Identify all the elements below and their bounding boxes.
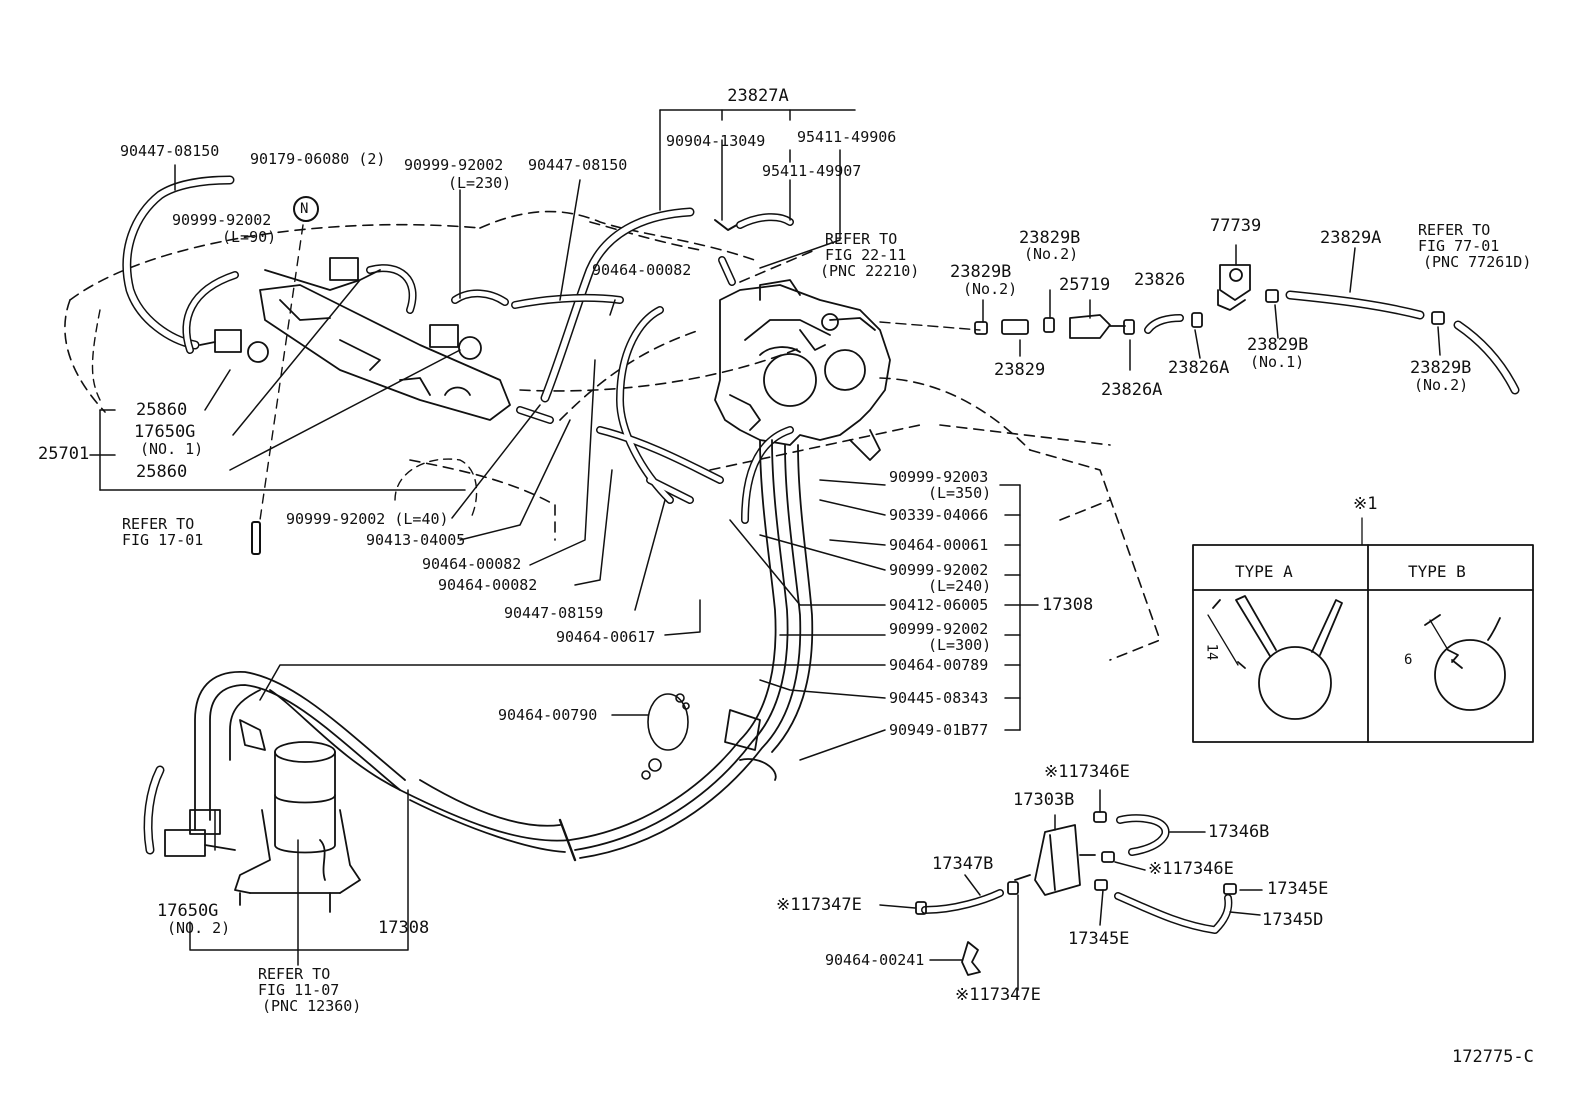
label-17345E-b: 17345E: [1068, 929, 1130, 949]
label-17345D: 17345D: [1262, 910, 1324, 930]
label-117347E-b: ※117347E: [955, 985, 1041, 1005]
inset-type-a: TYPE A: [1235, 562, 1293, 581]
inset-dim-a: 14: [1203, 643, 1220, 661]
ref-fig22-line1: REFER TO: [825, 230, 898, 248]
label-117346E-b: ※117346E: [1148, 859, 1234, 879]
throttle-body: [714, 279, 891, 461]
ref-fig22-line2: FIG 22-11: [825, 246, 907, 264]
label-90447-08150-mid: 90447-08150: [528, 156, 628, 174]
label-77739: 77739: [1210, 216, 1262, 236]
label-17650G-no1: 17650G: [134, 422, 196, 442]
label-90999-92002-l90: 90999-92002: [172, 211, 272, 229]
ref-fig77-line1: REFER TO: [1418, 221, 1491, 239]
label-95411-49907: 95411-49907: [762, 162, 862, 180]
label-90447-08150-left: 90447-08150: [120, 142, 220, 160]
ref-fig17-line1: REFER TO: [122, 515, 195, 533]
inset-type-b: TYPE B: [1408, 562, 1466, 581]
label-23829B-no2-b-sub: (No.2): [963, 280, 1018, 298]
figure-id: 172775-C: [1452, 1047, 1534, 1067]
hose-corrugated-a: [540, 207, 695, 403]
label-23829B-no2-a: 23829B: [1019, 228, 1081, 248]
label-23827A: 23827A: [727, 86, 789, 106]
label-23829B-no2-c: 23829B: [1410, 358, 1472, 378]
label-117346E-a: ※117346E: [1044, 762, 1130, 782]
label-90464-00617: 90464-00617: [556, 628, 656, 646]
label-17650G-no2-sub: (NO. 2): [167, 919, 231, 937]
label-25701: 25701: [38, 444, 90, 464]
label-90412-06005: 90412-06005: [889, 596, 989, 614]
label-23826A-a: 23826A: [1168, 358, 1230, 378]
label-l350: (L=350): [928, 484, 992, 502]
label-90179-06080: 90179-06080 (2): [250, 150, 386, 168]
n-symbol-text: N: [300, 201, 309, 217]
label-23829B-no1-sub: (No.1): [1250, 353, 1305, 371]
label-90464-00061: 90464-00061: [889, 536, 989, 554]
engine-outline: [64, 210, 1161, 661]
label-90999-92003: 90999-92003: [889, 468, 989, 486]
n-symbol: [293, 196, 319, 222]
label-90413-04005: 90413-04005: [366, 531, 466, 549]
label-117347E-a: ※117347E: [776, 895, 862, 915]
clamp-00790: [641, 693, 690, 780]
label-25860-b: 25860: [136, 462, 188, 482]
label-23826: 23826: [1134, 270, 1186, 290]
ref-fig77-line2: FIG 77-01: [1418, 237, 1500, 255]
charcoal-canister: [234, 741, 361, 913]
label-90999-92002-l40: 90999-92002 (L=40): [286, 510, 449, 528]
label-90464-00082-b: 90464-00082: [438, 576, 538, 594]
label-l90: (L=90): [222, 228, 277, 246]
vsv-no2: [164, 809, 236, 857]
label-90464-00082-top: 90464-00082: [592, 261, 692, 279]
inset-dim-b: 6: [1404, 652, 1413, 668]
label-90447-08159: 90447-08159: [504, 604, 604, 622]
inset-marker: ※1: [1353, 494, 1378, 514]
label-23826A-b: 23826A: [1101, 380, 1163, 400]
label-17303B: 17303B: [1013, 790, 1075, 810]
label-90904-13049: 90904-13049: [666, 132, 766, 150]
label-95411-49906: 95411-49906: [797, 128, 897, 146]
label-90464-00241: 90464-00241: [825, 951, 925, 969]
label-90999-92002-l300: 90999-92002: [889, 620, 989, 638]
label-25719: 25719: [1059, 275, 1111, 295]
label-17650G-no1-sub: (NO. 1): [140, 440, 204, 458]
filter-17303B: [915, 811, 1237, 976]
label-90999-92002-l240: 90999-92002: [889, 561, 989, 579]
label-90949-01B77: 90949-01B77: [889, 721, 989, 739]
clamp-type-inset: [1192, 517, 1534, 743]
label-23829B-no2-c-sub: (No.2): [1414, 376, 1469, 394]
pipe-harness: [143, 439, 814, 862]
ref-fig77-line3: (PNC 77261D): [1423, 253, 1532, 271]
label-90464-00789: 90464-00789: [889, 656, 989, 674]
label-23829A: 23829A: [1320, 228, 1382, 248]
label-17345E-a: 17345E: [1267, 879, 1329, 899]
label-17308-a: 17308: [1042, 595, 1094, 615]
fuel-vapor-line: [879, 264, 1520, 395]
label-23829B-no2-b: 23829B: [950, 262, 1012, 282]
leader-lines: [89, 109, 1441, 991]
label-23829B-no2-a-sub: (No.2): [1024, 245, 1079, 263]
label-90464-00790: 90464-00790: [498, 706, 598, 724]
ref-fig11-line2: FIG 11-07: [258, 981, 340, 999]
label-17347B: 17347B: [932, 854, 994, 874]
label-17650G-no2: 17650G: [157, 901, 219, 921]
label-l230: (L=230): [448, 174, 512, 192]
label-25860-a: 25860: [136, 400, 188, 420]
label-90445-08343: 90445-08343: [889, 689, 989, 707]
vsv-bracket: [199, 257, 511, 421]
label-23829: 23829: [994, 360, 1046, 380]
label-17308-b: 17308: [378, 918, 430, 938]
ref-fig17-line2: FIG 17-01: [122, 531, 204, 549]
label-90464-00082-a: 90464-00082: [422, 555, 522, 573]
label-90999-92002-l230: 90999-92002: [404, 156, 504, 174]
ref-fig11-line3: (PNC 12360): [262, 997, 362, 1015]
label-l300: (L=300): [928, 636, 992, 654]
label-90339-04066: 90339-04066: [889, 506, 989, 524]
ref-fig11-line1: REFER TO: [258, 965, 331, 983]
label-17346B: 17346B: [1208, 822, 1270, 842]
label-23829B-no1: 23829B: [1247, 335, 1309, 355]
ref-fig22-line3: (PNC 22210): [820, 262, 920, 280]
label-l240: (L=240): [928, 577, 992, 595]
